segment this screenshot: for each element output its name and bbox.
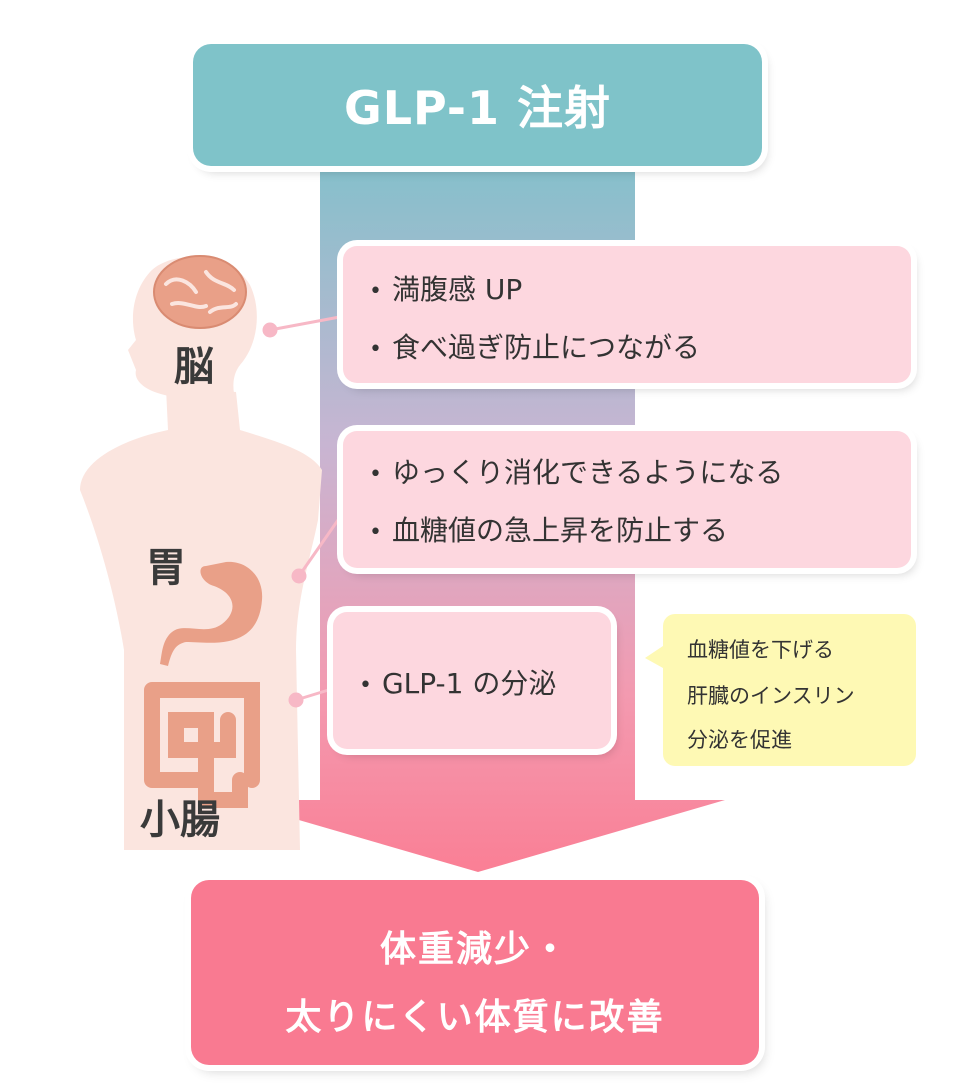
brain-effect-text: 満腹感 UP [391,273,523,306]
note-line: 肝臓のインスリン [687,684,855,708]
brain-effect-item: • 満腹感 UP [369,268,522,308]
title-text: GLP-1 注射 [343,81,612,135]
stomach-effect-text: 血糖値の急上昇を防止する [391,514,728,547]
bullet: • [369,461,382,487]
result-line: 太りにくい体質に改善 [285,997,665,1038]
brain-effect-item: • 食べ過ぎ防止につながる [369,326,700,366]
intestine-effect-box: • GLP-1 の分泌 [333,612,611,749]
result-box: 体重減少・ 太りにくい体質に改善 [191,880,759,1065]
brain-label: 脳 [174,344,214,390]
intestine-icon [144,682,260,808]
stomach-effect-box: • ゆっくり消化できるようになる • 血糖値の急上昇を防止する [343,431,911,568]
brain-effect-text: 食べ過ぎ防止につながる [391,331,700,364]
note-line: 血糖値を下げる [687,638,834,662]
bullet: • [369,519,382,545]
intestine-effect-item: • GLP-1 の分泌 [359,662,556,702]
title-banner: GLP-1 注射 [193,44,762,166]
stomach-effect-text: ゆっくり消化できるようになる [391,456,784,489]
stomach-icon [160,561,263,666]
brain-effect-box: • 満腹感 UP • 食べ過ぎ防止につながる [343,246,911,383]
result-line: 体重減少・ [379,929,570,970]
note-line: 分泌を促進 [687,728,792,752]
intestine-effect-text: GLP-1 の分泌 [381,667,557,700]
intestine-label: 小腸 [140,797,220,843]
stomach-effect-item: • ゆっくり消化できるようになる [369,451,783,491]
bullet: • [369,336,382,362]
brain-icon [153,255,247,329]
stomach-effect-item: • 血糖値の急上昇を防止する [369,509,728,549]
bullet: • [369,278,382,304]
stomach-label: 胃 [146,545,186,591]
insulin-note: 血糖値を下げる 肝臓のインスリン 分泌を促進 [663,614,916,766]
bullet: • [359,672,372,698]
